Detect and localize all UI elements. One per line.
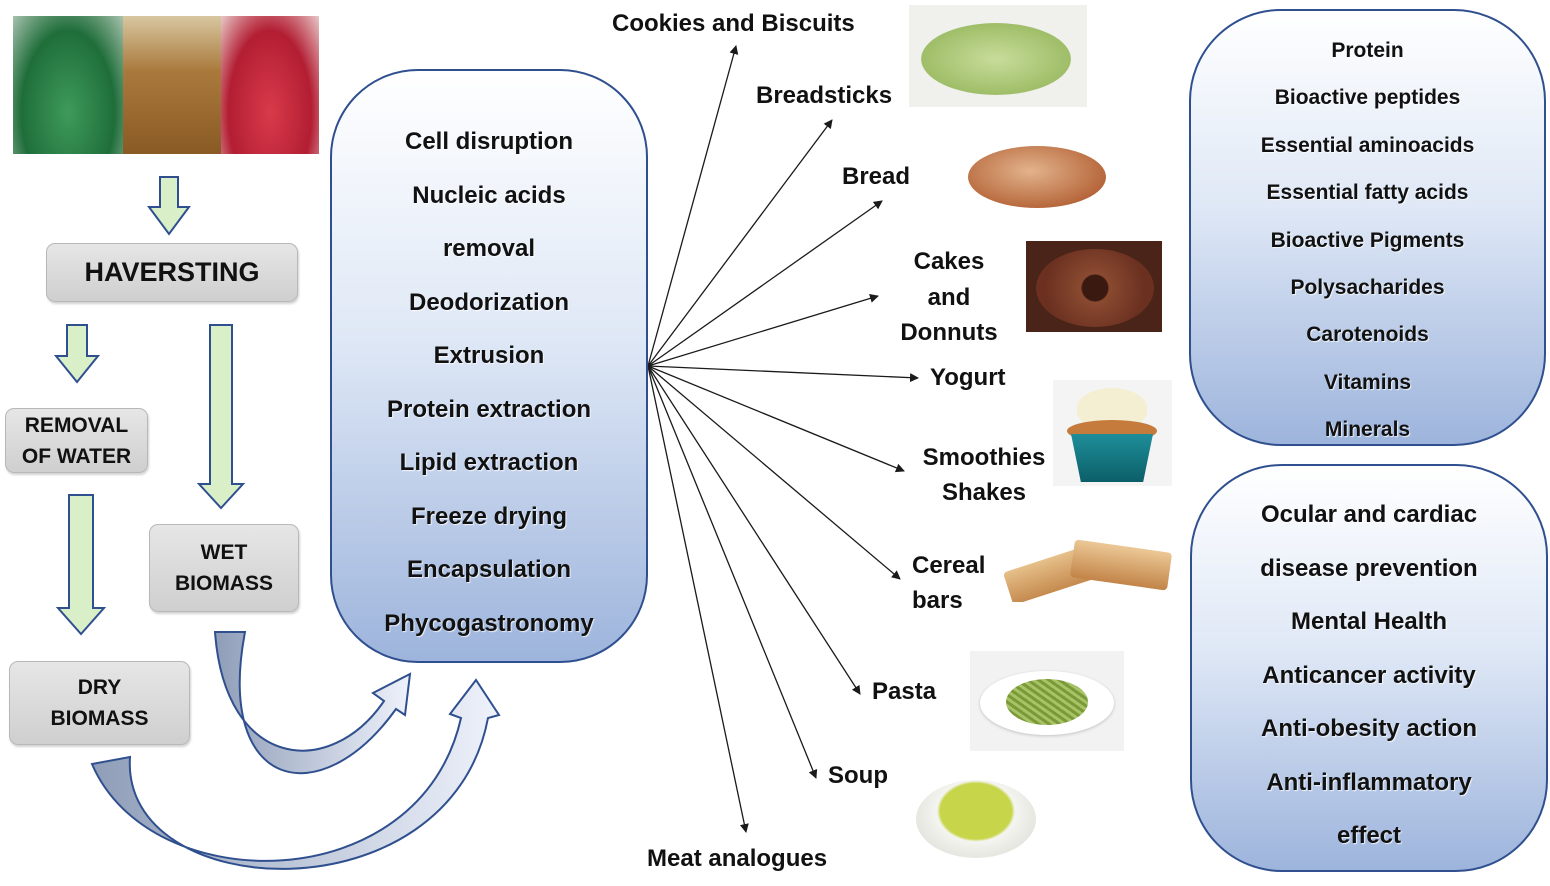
connector-yogurt <box>647 365 919 383</box>
cereal-bar-photo <box>1002 532 1175 602</box>
product-cookies-label: Cookies and Biscuits <box>612 10 855 37</box>
curved-arrow-dry <box>90 678 501 870</box>
product-soup-label: Soup <box>828 762 888 789</box>
nutrient-item: Essential aminoacids <box>1260 133 1475 157</box>
dry-biomass-line-1: DRY <box>77 676 122 699</box>
wet-biomass-box: WET BIOMASS <box>149 524 299 612</box>
donut-photo <box>1026 241 1162 332</box>
dry-biomass-box: DRY BIOMASS <box>9 661 190 745</box>
down-arrow-to-removal <box>53 324 101 384</box>
process-item: Freeze drying <box>410 502 568 530</box>
down-arrow-to-dry-biomass <box>55 494 107 636</box>
nutrient-item: Carotenoids <box>1306 323 1429 347</box>
benefit-item: Ocular and cardiac <box>1260 501 1478 528</box>
removal-of-water-box: REMOVAL OF WATER <box>5 408 148 473</box>
product-pasta-label: Pasta <box>872 678 937 705</box>
benefit-item: effect <box>1336 822 1402 849</box>
product-meat-label: Meat analogues <box>647 845 828 872</box>
nutrient-item: Essential fatty acids <box>1266 181 1469 205</box>
nutrient-item: Polysacharides <box>1290 276 1445 300</box>
benefit-item: Mental Health <box>1290 608 1448 635</box>
product-cereal-label: Cereal bars <box>912 548 985 618</box>
smoothies-line-1: Smoothies <box>922 444 1046 471</box>
microalgae-flasks-photo <box>13 16 319 154</box>
harvesting-label: HAVERSTING <box>84 257 260 287</box>
nutrient-item: Protein <box>1331 39 1404 62</box>
connector-cakes <box>647 294 879 367</box>
cakes-line-2: and <box>927 283 971 311</box>
product-smoothies-label: Smoothies Shakes <box>918 440 1050 510</box>
bread-photo <box>966 142 1108 210</box>
cakes-line-1: Cakes <box>913 248 985 275</box>
nutrient-item: Minerals <box>1324 418 1411 442</box>
nutrient-item: Bioactive Pigments <box>1270 228 1465 252</box>
nutrients-panel: Protein Bioactive peptides Essential ami… <box>1189 9 1546 446</box>
harvesting-box: HAVERSTING <box>46 243 298 302</box>
connector-pasta <box>647 365 861 695</box>
process-item: Encapsulation <box>406 556 572 583</box>
product-breadsticks-label: Breadsticks <box>756 82 893 109</box>
product-yogurt-label: Yogurt <box>930 364 1006 391</box>
smoothies-line-2: Shakes <box>941 479 1027 506</box>
process-item: Cell disruption <box>405 128 573 155</box>
benefit-item: Anti-inflammatory <box>1266 768 1472 796</box>
process-item: Extrusion <box>433 342 545 369</box>
removal-water-line-2: OF WATER <box>21 444 132 468</box>
nutrient-item: Vitamins <box>1323 370 1412 394</box>
wet-biomass-line-2: BIOMASS <box>174 572 273 595</box>
process-item: removal <box>442 235 536 262</box>
process-item: Nucleic acids <box>412 181 566 209</box>
wet-biomass-line-1: WET <box>200 541 248 564</box>
processes-panel: Cell disruption Nucleic acids removal De… <box>330 69 648 663</box>
cupcake-photo <box>1053 380 1172 486</box>
down-arrow-to-wet-biomass <box>196 324 246 510</box>
benefit-item: Anti-obesity action <box>1260 715 1477 742</box>
cereal-line-1: Cereal <box>912 552 986 579</box>
health-benefits-panel: Ocular and cardiac disease prevention Me… <box>1190 464 1548 872</box>
connector-smoothies <box>647 365 905 473</box>
cereal-line-2: bars <box>912 587 963 614</box>
cookies-photo <box>909 5 1087 107</box>
cakes-line-3: Donnuts <box>900 319 998 346</box>
process-item: Deodorization <box>409 288 569 316</box>
pasta-photo <box>970 651 1124 751</box>
connector-breadsticks <box>647 119 833 367</box>
product-cakes-label: Cakes and Donnuts <box>894 244 1004 351</box>
connector-bread <box>647 200 883 367</box>
down-arrow-to-harvesting <box>147 176 191 236</box>
connector-meat <box>647 365 749 833</box>
curved-arrow-wet <box>213 631 412 775</box>
connector-cookies <box>647 45 739 367</box>
dry-biomass-line-2: BIOMASS <box>50 707 149 730</box>
removal-water-line-1: REMOVAL <box>24 413 129 437</box>
process-item: Protein extraction <box>386 395 592 423</box>
benefit-item: disease prevention <box>1260 554 1478 582</box>
benefit-item: Anticancer activity <box>1262 661 1476 689</box>
process-item: Phycogastronomy <box>384 609 594 637</box>
process-item: Lipid extraction <box>399 449 579 476</box>
connector-soup <box>647 365 818 779</box>
soup-photo <box>912 774 1040 864</box>
product-bread-label: Bread <box>842 163 911 190</box>
connector-cereal <box>647 365 901 580</box>
product-connectors <box>647 45 919 833</box>
nutrient-item: Bioactive peptides <box>1274 86 1461 110</box>
